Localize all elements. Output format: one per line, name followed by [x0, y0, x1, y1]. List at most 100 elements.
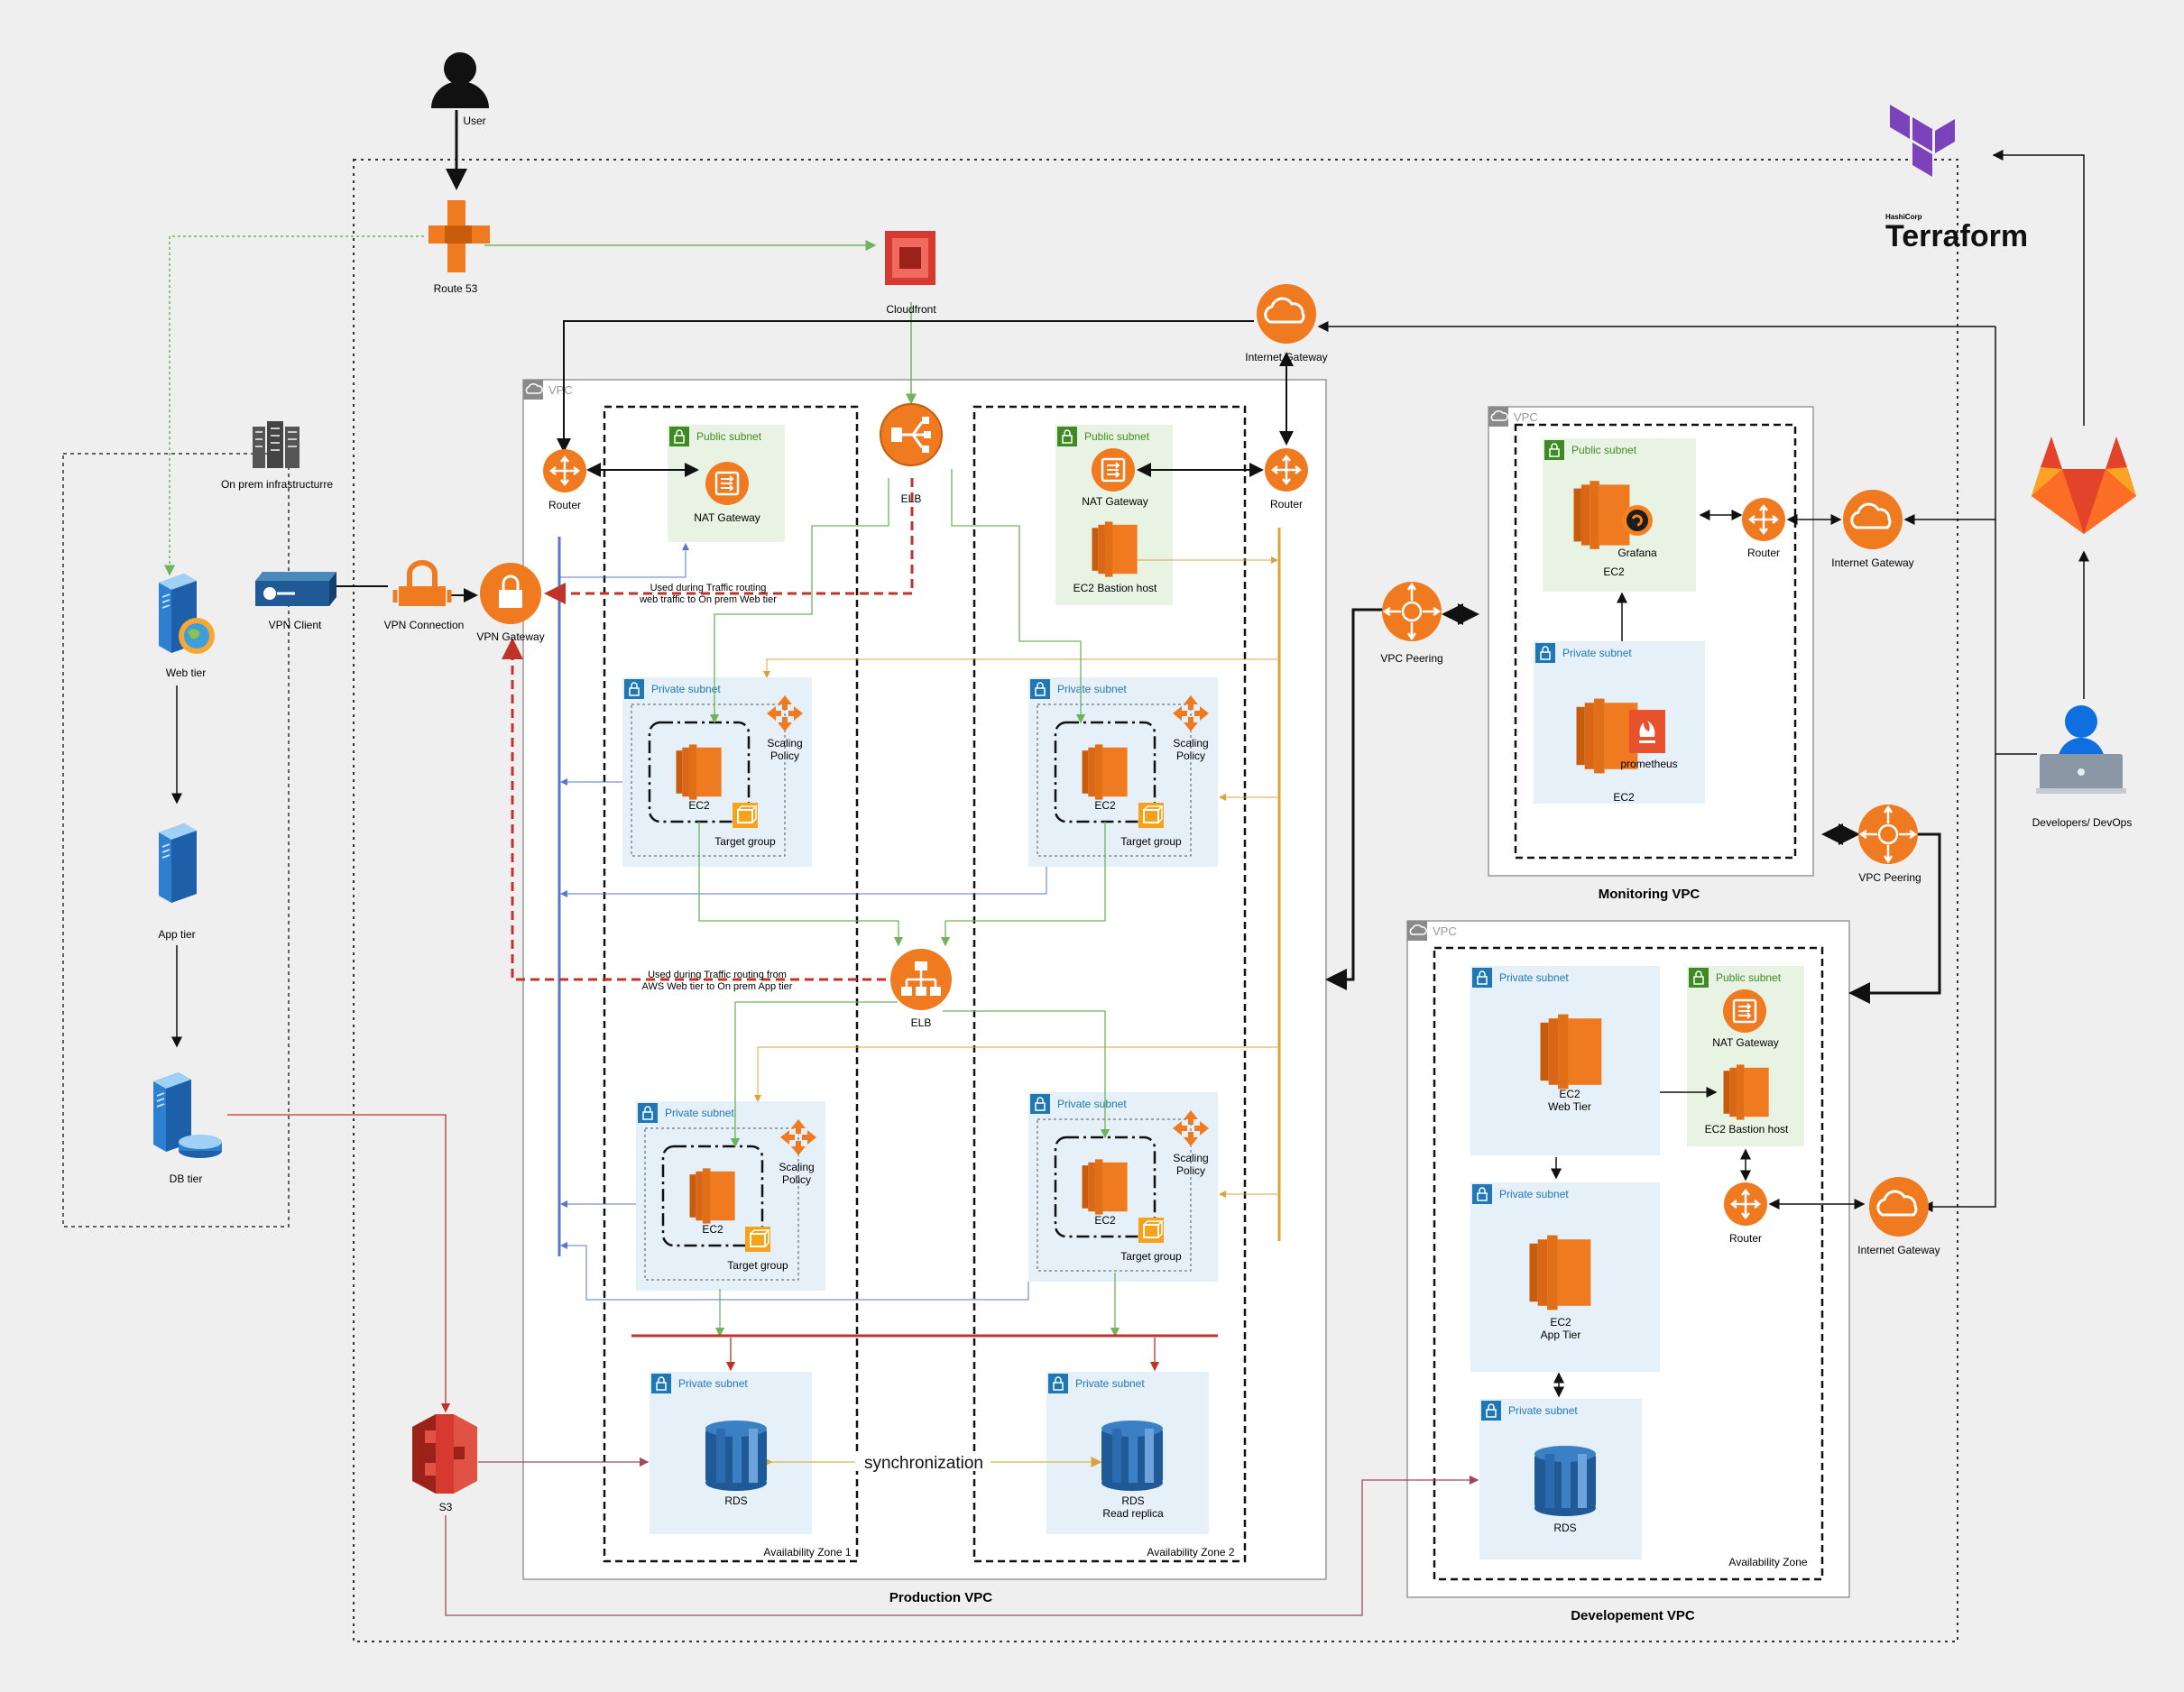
production-rds-replica-line1-label: RDS: [1121, 1494, 1144, 1507]
development-az-label: Availability Zone: [1728, 1556, 1807, 1568]
route53-label-label: Route 53: [434, 282, 478, 295]
monitoring-public-subnet-label: Public subnet: [1571, 444, 1637, 456]
production-rds-replica-line2-label: Read replica: [1102, 1507, 1164, 1520]
production-scaling-line1-label: Scaling: [1173, 1152, 1208, 1164]
peering-label-label: VPC Peering: [1858, 871, 1921, 884]
production-nat-label: NAT Gateway: [1082, 495, 1148, 508]
user-label: User: [463, 115, 485, 127]
development-igw-label: Internet Gateway: [1857, 1244, 1940, 1256]
production-nat-label: NAT Gateway: [694, 511, 760, 524]
development-web-line1-label: EC2: [1559, 1088, 1580, 1100]
production-az2-label: Availability Zone 2: [1147, 1546, 1234, 1559]
monitoring-igw-label: Internet Gateway: [1831, 556, 1913, 569]
monitoring-vpc-title: Monitoring VPC: [1599, 887, 1700, 902]
development-private-subnet-label: Private subnet: [1499, 1188, 1569, 1200]
monitoring-ec2-label: EC2: [1613, 791, 1635, 804]
production-elb-top-label: ELB: [901, 492, 922, 505]
prometheus-icon: [1629, 710, 1665, 753]
production-public-subnet-label: Public subnet: [1084, 430, 1150, 443]
datacenter-icon: [253, 421, 299, 468]
terraform-icon: [1890, 105, 1955, 177]
production-scaling-line2-label: Policy: [782, 1173, 811, 1186]
cloudfront-label-label: Cloudfront: [886, 303, 936, 316]
production-public-subnet-label: Public subnet: [696, 430, 762, 443]
terraform-small: HashiCorp: [1885, 213, 1922, 221]
production-scaling-line1-label: Scaling: [767, 737, 802, 749]
production-target-group-label: Target group: [727, 1259, 788, 1272]
vpn-gateway-label: VPN Gateway: [476, 630, 544, 643]
production-private-subnet-label: Private subnet: [1057, 1098, 1127, 1110]
production-scaling-line1-label: Scaling: [1173, 737, 1208, 749]
development-public-subnet-label: Public subnet: [1716, 971, 1782, 984]
production-vpc-title: Production VPC: [889, 1590, 992, 1605]
production-elb-mid-label: ELB: [911, 1016, 932, 1029]
production-router-left-label: Router: [548, 499, 581, 511]
production-router-right-label: Router: [1270, 498, 1303, 510]
development-app-line1-label: EC2: [1550, 1316, 1571, 1329]
route53-icon: [429, 200, 490, 272]
terraform-name: Terraform: [1885, 219, 2028, 253]
development-app-line2-label: App Tier: [1541, 1329, 1581, 1341]
grafana-icon: [1622, 505, 1653, 536]
production-private-subnet-label: Private subnet: [678, 1377, 748, 1390]
development-private-subnet-label: Private subnet: [1499, 971, 1569, 984]
peering-label-label: VPC Peering: [1380, 652, 1442, 665]
production-scaling-line1-label: Scaling: [779, 1161, 814, 1173]
production-note-top-line1-label: Used during Traffic routing: [650, 583, 767, 593]
vpn-connection-label: VPN Connection: [384, 619, 465, 631]
development-vpc-title: Developement VPC: [1571, 1608, 1695, 1623]
monitoring-vpc-tag-label: VPC: [1514, 410, 1538, 424]
monitoring-ec2-label: EC2: [1603, 566, 1625, 578]
production-note-top-line2-label: web traffic to On prem Web tier: [639, 594, 777, 605]
onprem-title-label: On prem infrastructurre: [221, 478, 333, 491]
production-rds-label: RDS: [724, 1494, 747, 1507]
production-scaling-line2-label: Policy: [1176, 1164, 1205, 1177]
onprem-app-label: App tier: [158, 928, 195, 941]
development-vpc-tag-label: VPC: [1433, 924, 1457, 938]
production-private-subnet-label: Private subnet: [1075, 1377, 1145, 1390]
cloudfront-icon: [885, 231, 935, 285]
production-note-mid-line1-label: Used during Traffic routing from: [648, 970, 787, 980]
developers-label-label: Developers/ DevOps: [2032, 816, 2133, 829]
az2-box: [972, 405, 1247, 1563]
development-bastion-label: EC2 Bastion host: [1705, 1123, 1789, 1136]
production-ec2-label: EC2: [1094, 1214, 1116, 1227]
monitoring-router-label: Router: [1747, 547, 1780, 559]
production-az1-label: Availability Zone 1: [763, 1546, 851, 1559]
s3-label-label: S3: [439, 1501, 453, 1513]
onprem-web-label: Web tier: [166, 667, 206, 679]
production-bastion-label: EC2 Bastion host: [1074, 582, 1157, 594]
vpn-client-icon: [255, 572, 336, 606]
vpn-client-label: VPN Client: [269, 619, 322, 631]
onprem-boundary: [62, 453, 290, 1228]
development-nat-label: NAT Gateway: [1712, 1036, 1779, 1049]
production-vpc-tag: VPC: [548, 383, 573, 397]
s3-icon: [412, 1414, 477, 1494]
developer-icon: [2036, 705, 2126, 794]
monitoring-grafana-label: Grafana: [1617, 547, 1657, 559]
production-target-group-label: Target group: [1120, 1250, 1182, 1263]
production-target-group-label: Target group: [714, 835, 776, 848]
production-note-mid-line2-label: AWS Web tier to On prem App tier: [642, 981, 793, 992]
development-rds-label: RDS: [1553, 1522, 1576, 1534]
vpn-connection-icon: [392, 560, 452, 606]
monitoring-prometheus-label: prometheus: [1620, 758, 1677, 770]
production-ec2-label: EC2: [688, 799, 710, 812]
onprem-db-label: DB tier: [170, 1172, 203, 1185]
production-scaling-line2-label: Policy: [1176, 749, 1205, 762]
production-private-subnet-label: Private subnet: [651, 683, 721, 695]
production-target-group-label: Target group: [1120, 835, 1182, 848]
production-private-subnet-label: Private subnet: [665, 1107, 734, 1119]
aws-cloud-boundary: [353, 159, 1958, 1642]
sync-label: synchronization: [864, 1454, 983, 1473]
production-ec2-label: EC2: [1094, 799, 1116, 812]
development-web-line2-label: Web Tier: [1548, 1100, 1591, 1113]
production-ec2-label: EC2: [702, 1223, 723, 1236]
monitoring-private-subnet-label: Private subnet: [1562, 647, 1632, 659]
production-private-subnet-label: Private subnet: [1057, 683, 1127, 695]
production-scaling-line2-label: Policy: [770, 749, 799, 762]
development-router-label: Router: [1729, 1232, 1762, 1245]
production-igw-label: Internet Gateway: [1245, 351, 1327, 363]
development-private-subnet-label: Private subnet: [1508, 1404, 1578, 1417]
